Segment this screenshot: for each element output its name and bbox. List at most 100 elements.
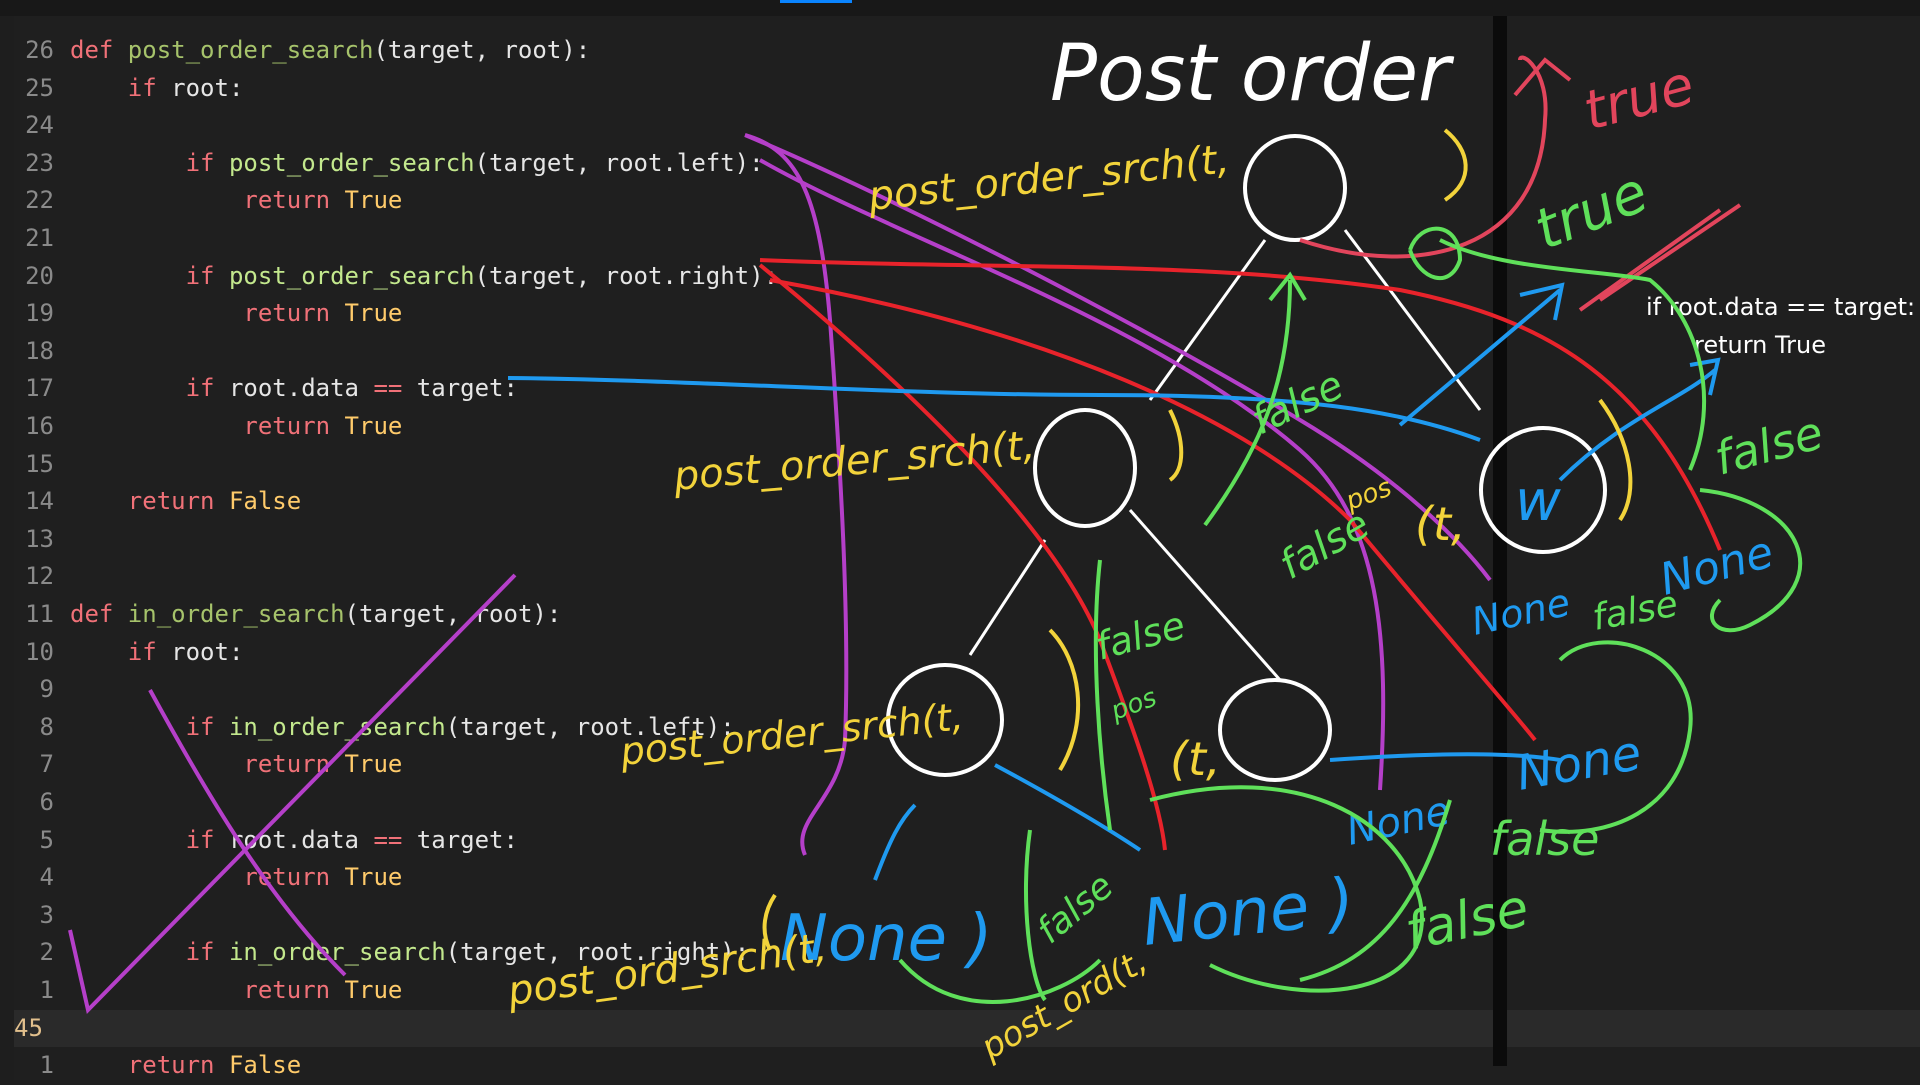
call-label-bottom-mid: post_ord(t,: [974, 941, 1154, 1068]
code-line[interactable]: 12: [14, 558, 1920, 596]
blue-ink: [507, 282, 1721, 881]
line-number: 15: [25, 449, 54, 478]
code-token: def: [70, 600, 128, 628]
code-token: True: [344, 976, 403, 1004]
none-bottom-left: None ): [780, 902, 992, 976]
false-label-4: false: [1091, 603, 1190, 669]
code-line[interactable]: 15: [14, 446, 1920, 484]
code-token: root:: [156, 73, 244, 102]
true-label-1: true: [1577, 53, 1700, 143]
line-number: 8: [39, 712, 54, 741]
code-line[interactable]: 5 if root.data == target:: [14, 822, 1920, 860]
none-bottom-mid: None ): [1139, 865, 1358, 961]
call-label-left: post_order_srch(t,: [671, 423, 1037, 500]
code-token: if: [185, 712, 229, 741]
pink-return-arrow: [1299, 55, 1548, 259]
pos-label-2: pos: [1106, 683, 1160, 727]
line-number: 22: [25, 186, 54, 215]
code-token: (target, root.right):: [445, 938, 750, 967]
code-line[interactable]: 2 if in_order_search(target, root.right)…: [14, 934, 1920, 972]
false-label-7: false: [1400, 878, 1533, 962]
top-bar: [0, 0, 1920, 16]
line-number: 3: [39, 900, 54, 929]
line-number: 12: [25, 562, 54, 591]
code-line[interactable]: 22 return True: [14, 182, 1920, 220]
editor-split-divider[interactable]: [1493, 16, 1507, 1066]
line-number: 20: [25, 261, 54, 290]
code-line[interactable]: 19 return True: [14, 295, 1920, 333]
code-line[interactable]: 10 if root:: [14, 634, 1920, 672]
code-line[interactable]: 14 return False: [14, 483, 1920, 521]
call-label-left-left: post_order_srch(t,: [617, 694, 965, 774]
code-token: root.data: [228, 825, 374, 854]
code-line[interactable]: 6: [14, 784, 1920, 822]
line-number: 14: [25, 487, 54, 516]
code-token: return: [127, 1051, 229, 1080]
code-token: False: [228, 1051, 302, 1080]
call-label-root: post_order_srch(t,: [865, 136, 1231, 220]
code-line[interactable]: 7 return True: [14, 746, 1920, 784]
code-token: return: [127, 487, 229, 516]
code-token: (target, root):: [373, 36, 591, 64]
code-line[interactable]: 21: [14, 220, 1920, 258]
code-line[interactable]: 8 if in_order_search(target, root.left):: [14, 709, 1920, 747]
false-label-3: false: [1272, 501, 1377, 588]
tree-node-left-left: [886, 663, 1004, 777]
code-line[interactable]: 45: [14, 1009, 1920, 1048]
code-line[interactable]: 16 return True: [14, 408, 1920, 446]
none-right-child: None: [1468, 580, 1574, 644]
code-token: True: [344, 412, 403, 440]
line-number: 26: [25, 36, 54, 64]
code-line[interactable]: 9: [14, 671, 1920, 709]
pink-arrow-head: [1513, 57, 1572, 97]
code-token: def: [70, 36, 128, 64]
t-arg-right: (t,: [1415, 497, 1466, 551]
false-label-8: false: [1029, 865, 1121, 951]
code-token: if: [185, 374, 229, 403]
code-token: target:: [402, 825, 518, 854]
tree-node-root: [1243, 134, 1347, 242]
active-tab-indicator: [780, 0, 852, 3]
false-label-5: false: [1589, 584, 1680, 639]
code-line[interactable]: 24: [14, 107, 1920, 145]
line-number: 7: [39, 750, 54, 779]
line-number: 1: [39, 1051, 54, 1080]
false-label-2: false: [1245, 362, 1351, 444]
code-token: ==: [373, 374, 403, 403]
tree-edges: [968, 229, 1482, 681]
code-line[interactable]: 1 return False: [14, 1047, 1920, 1085]
line-number: 21: [25, 224, 54, 252]
code-line[interactable]: 25 if root:: [14, 70, 1920, 108]
line-number: 19: [25, 299, 54, 328]
code-token: if: [185, 261, 229, 290]
line-number: 10: [25, 637, 54, 666]
code-line[interactable]: 20 if post_order_search(target, root.rig…: [14, 258, 1920, 296]
code-line[interactable]: 3: [14, 897, 1920, 935]
code-line[interactable]: 17 if root.data == target:: [14, 370, 1920, 408]
code-token: (target, root.left):: [445, 712, 735, 741]
code-token: return: [243, 976, 345, 1004]
code-token: in_order_search: [228, 712, 446, 741]
line-number: 6: [39, 788, 54, 816]
code-token: return: [243, 299, 345, 328]
false-label-6: false: [1490, 812, 1599, 866]
code-line[interactable]: 13: [14, 521, 1920, 559]
code-line[interactable]: 23 if post_order_search(target, root.lef…: [14, 145, 1920, 183]
code-token: ==: [373, 825, 403, 854]
code-token: root.data: [228, 374, 374, 403]
tree-node-right: [1479, 426, 1607, 554]
code-token: if: [185, 938, 229, 967]
purple-ink: [68, 133, 1492, 1015]
line-number: 24: [25, 111, 54, 140]
tree-node-left: [1033, 408, 1137, 528]
true-label-2: true: [1526, 160, 1657, 263]
code-token: True: [344, 863, 403, 892]
code-token: if: [185, 148, 229, 177]
code-line[interactable]: 1 return True: [14, 972, 1920, 1010]
line-number: 4: [39, 863, 54, 892]
code-line[interactable]: 18: [14, 333, 1920, 371]
